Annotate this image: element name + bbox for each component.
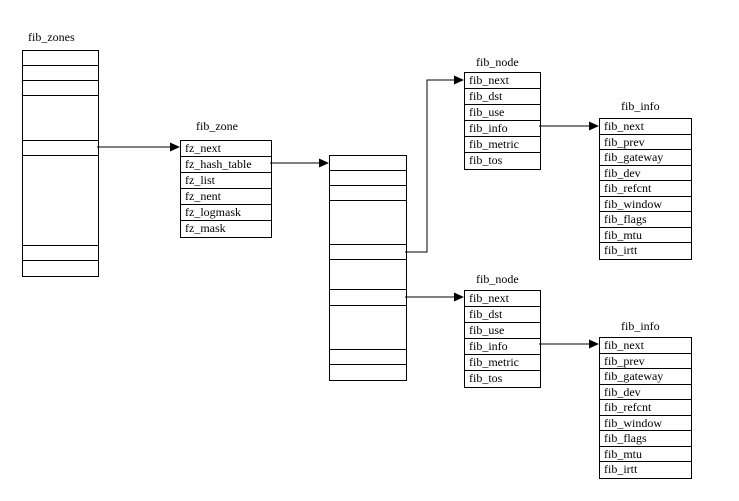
arrow-fib-node-top-to-fib-info-top <box>539 121 599 131</box>
table-row <box>23 246 98 261</box>
table-row: fib_window <box>600 197 691 212</box>
arrow-fib-zones-to-fib-zone <box>97 142 180 152</box>
table-row: fib_next <box>465 291 540 307</box>
fib-zone-label: fib_zone <box>196 119 238 133</box>
table-row: fz_nent <box>181 189 271 205</box>
table-row <box>23 51 98 66</box>
table-row: fib_dev <box>600 385 691 400</box>
table-row: fib_dst <box>465 307 540 323</box>
table-row: fib_metric <box>465 355 540 371</box>
table-row <box>330 156 406 171</box>
fib-zones-table <box>22 50 99 277</box>
table-row <box>23 141 98 156</box>
table-row <box>330 260 406 290</box>
table-row <box>330 171 406 186</box>
table-row <box>23 96 98 141</box>
table-row <box>330 201 406 245</box>
table-row: fz_next <box>181 141 271 157</box>
fib-node-bottom-table: fib_next fib_dst fib_use fib_info fib_me… <box>464 290 541 388</box>
fib-node-bottom-label: fib_node <box>476 272 519 286</box>
table-row: fib_refcnt <box>600 400 691 416</box>
fib-info-bottom-label: fib_info <box>621 319 660 333</box>
table-row: fib_dev <box>600 166 691 181</box>
table-row: fib_prev <box>600 354 691 369</box>
table-row: fib_dst <box>465 89 540 105</box>
fib-info-top-table: fib_next fib_prev fib_gateway fib_dev fi… <box>599 118 692 260</box>
table-row: fz_list <box>181 173 271 189</box>
fib-zones-label: fib_zones <box>28 30 75 44</box>
table-row: fib_metric <box>465 137 540 153</box>
table-row: fib_irtt <box>604 462 638 476</box>
table-row: fib_irtt <box>604 243 638 257</box>
table-row <box>330 350 406 365</box>
arrow-hash-table-to-fib-node-bottom <box>405 292 464 302</box>
table-row: fib_mtu <box>600 447 691 462</box>
table-row: fib_window <box>600 416 691 431</box>
table-row: fib_tos <box>469 371 503 385</box>
fib-zone-table: fz_next fz_hash_table fz_list fz_nent fz… <box>180 140 272 238</box>
table-row: fib_prev <box>600 135 691 150</box>
table-row: fib_gateway <box>600 369 691 385</box>
table-row: fib_next <box>465 73 540 89</box>
hash-table <box>329 155 407 381</box>
table-row: fib_info <box>465 339 540 355</box>
table-row: fib_next <box>600 338 691 354</box>
table-row <box>330 245 406 260</box>
table-row <box>23 261 98 276</box>
fib-node-top-label: fib_node <box>476 55 519 69</box>
table-row: fz_logmask <box>181 205 271 221</box>
table-row <box>23 81 98 96</box>
table-row <box>23 66 98 81</box>
table-row <box>330 290 406 306</box>
fib-info-bottom-table: fib_next fib_prev fib_gateway fib_dev fi… <box>599 337 692 479</box>
table-row: fz_hash_table <box>181 157 271 173</box>
table-row: fib_use <box>465 323 540 339</box>
table-row: fz_mask <box>185 221 226 235</box>
fib-info-top-label: fib_info <box>621 99 660 113</box>
fib-node-top-table: fib_next fib_dst fib_use fib_info fib_me… <box>464 72 541 170</box>
arrow-fib-node-bottom-to-fib-info-bottom <box>539 339 599 349</box>
table-row: fib_refcnt <box>600 181 691 197</box>
table-row: fib_info <box>465 121 540 137</box>
arrow-hash-table-to-fib-node-top <box>405 75 464 253</box>
table-row: fib_gateway <box>600 150 691 166</box>
table-row <box>330 186 406 201</box>
table-row <box>23 156 98 246</box>
table-row <box>330 306 406 350</box>
table-row: fib_next <box>600 119 691 135</box>
table-row <box>330 365 406 380</box>
table-row: fib_use <box>465 105 540 121</box>
arrow-fz-hash-table-to-hash-table <box>270 158 329 168</box>
table-row: fib_flags <box>600 431 691 447</box>
table-row: fib_flags <box>600 212 691 228</box>
table-row: fib_tos <box>469 153 503 167</box>
table-row: fib_mtu <box>600 228 691 243</box>
